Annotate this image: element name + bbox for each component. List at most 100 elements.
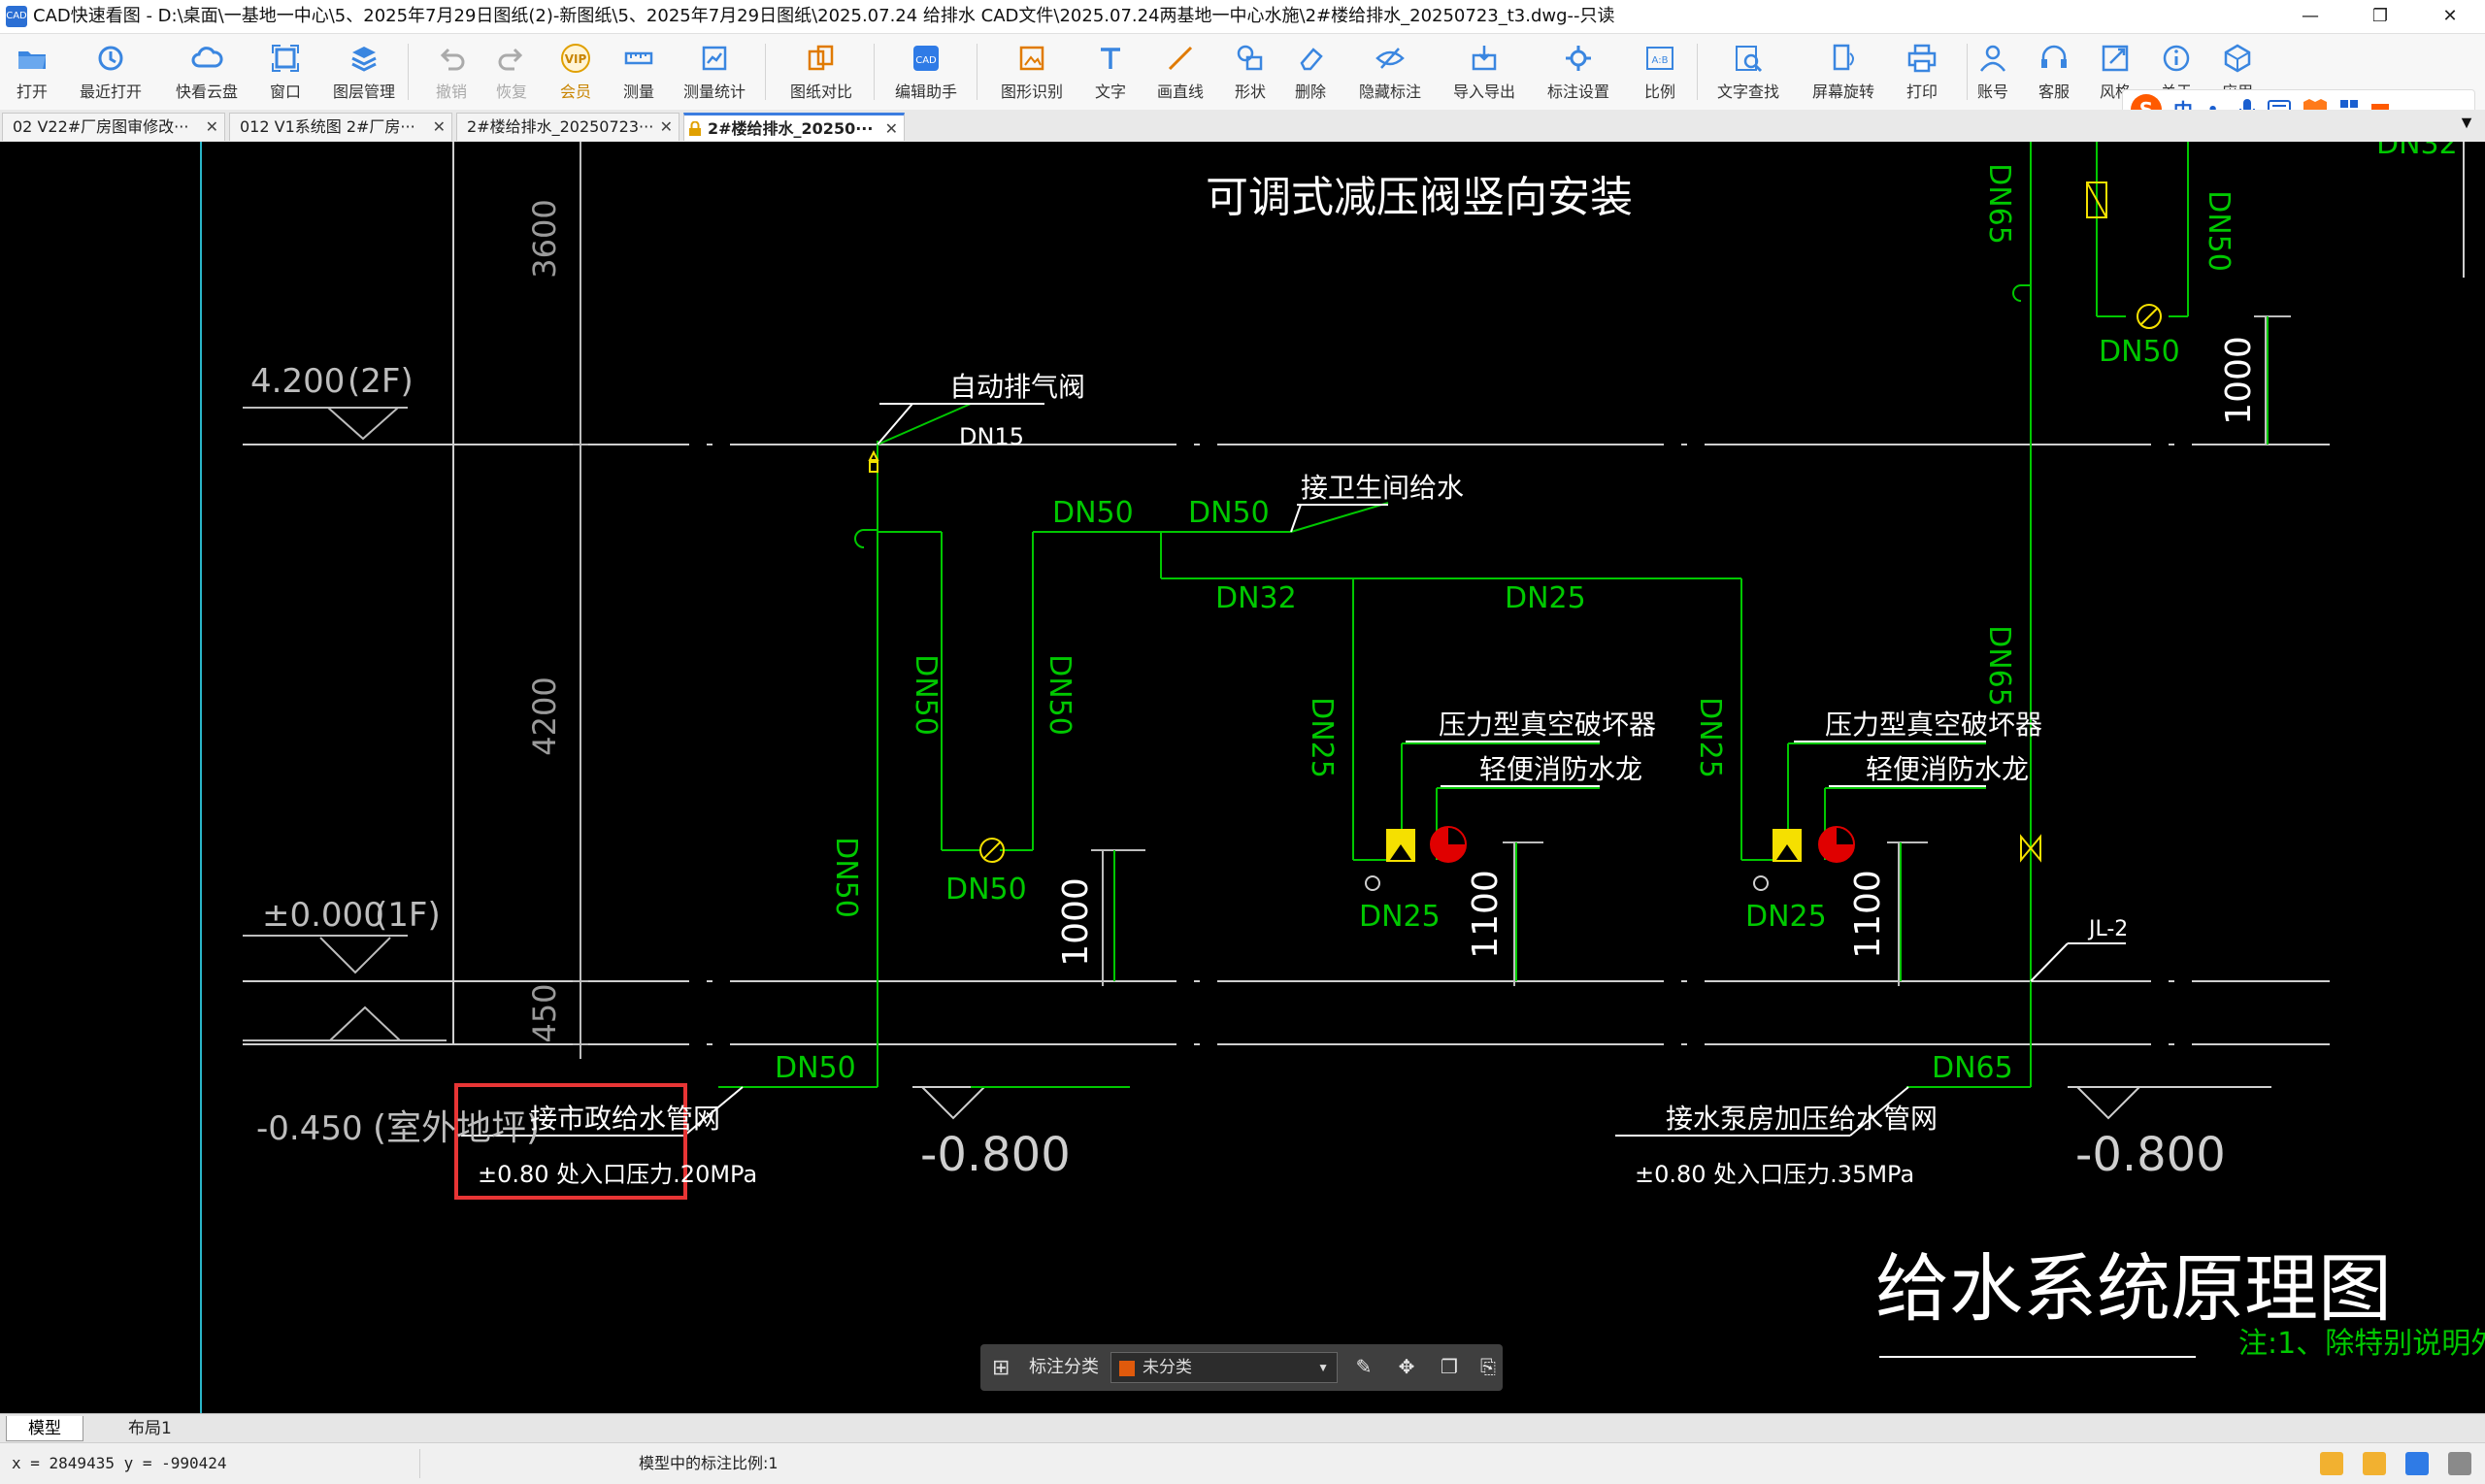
line-icon (1168, 46, 1193, 71)
svg-text:DN50: DN50 (2202, 190, 2236, 272)
layout-tab-bar: 模型 布局1 (0, 1413, 2485, 1443)
svg-text:DN25: DN25 (1745, 900, 1827, 934)
style-icon (2102, 45, 2129, 72)
print-icon (1907, 44, 1937, 73)
draw-line-button[interactable]: 画直线 (1143, 36, 1217, 108)
account-button[interactable]: 账号 (1956, 36, 2030, 108)
shape-recognition-icon (1019, 46, 1044, 71)
rotate-screen-button[interactable]: 屏幕旋转 (1806, 36, 1880, 108)
move-icon[interactable]: ✥ (1398, 1357, 1415, 1378)
svg-text:DN50: DN50 (2099, 335, 2180, 369)
text-search-button[interactable]: 文字查找 (1711, 36, 1785, 108)
tab-layout1[interactable]: 布局1 (107, 1416, 193, 1441)
tab-model[interactable]: 模型 (6, 1416, 83, 1441)
scale-button[interactable]: A:B 比例 (1623, 36, 1697, 108)
document-tab[interactable]: 2#楼给排水_20250723···✕ (456, 113, 679, 141)
layer-manager-button[interactable]: 图层管理 (327, 36, 401, 108)
grid-apps-icon[interactable]: ⊞ (992, 1355, 1011, 1379)
drawing-svg[interactable]: 可调式减压阀竖向安装 给水系统原理图 注:1、除特别说明外,管道 4.200 (… (0, 142, 2485, 1413)
diagram-title: 给水系统原理图 (1875, 1245, 2392, 1332)
import-export-icon (1472, 46, 1497, 71)
highlight-box (454, 1083, 687, 1200)
annotation-category-select[interactable]: 未分类 ▼ (1110, 1352, 1338, 1383)
svg-text:DN15: DN15 (959, 423, 1024, 450)
svg-text:接卫生间给水: 接卫生间给水 (1301, 472, 1464, 504)
document-tab-bar: 02 V22#厂房图审修改···✕ 012 V1系统图 2#厂房···✕ 2#楼… (0, 110, 2485, 143)
edit-icon[interactable]: ✎ (1355, 1357, 1373, 1378)
layout-panel-icon[interactable] (2363, 1452, 2386, 1475)
hide-annotation-icon (1375, 48, 1405, 69)
diagram-subtitle: 可调式减压阀竖向安装 (1206, 173, 1633, 222)
svg-text:DN50: DN50 (829, 837, 863, 918)
hide-annotation-button[interactable]: 隐藏标注 (1353, 36, 1427, 108)
cad-drawing-canvas[interactable]: 可调式减压阀竖向安装 给水系统原理图 注:1、除特别说明外,管道 4.200 (… (0, 142, 2485, 1413)
layer-panel-icon[interactable] (2320, 1452, 2343, 1475)
svg-text:自动排气阀: 自动排气阀 (949, 371, 1085, 403)
restore-button[interactable]: ❐ (2371, 6, 2389, 26)
svg-text:CAD: CAD (915, 55, 937, 66)
copy-icon[interactable]: ❐ (1441, 1357, 1458, 1378)
open-button[interactable]: 打开 (0, 36, 69, 108)
tab-close-icon[interactable]: ✕ (884, 119, 898, 138)
tab-list-dropdown-icon[interactable]: ▼ (2458, 113, 2475, 132)
text-button[interactable]: 文字 (1074, 36, 1147, 108)
import-export-button[interactable]: 导入导出 (1447, 36, 1521, 108)
edit-assistant-button[interactable]: CAD 编辑助手 (889, 36, 963, 108)
svg-text:±0.000: ±0.000 (262, 896, 384, 935)
svg-text:DN50: DN50 (1188, 496, 1270, 530)
document-tab-active[interactable]: 2#楼给排水_20250···✕ (683, 113, 905, 141)
view-mode-icon[interactable] (2405, 1452, 2429, 1475)
svg-text:4.200: 4.200 (250, 362, 345, 401)
minimize-button[interactable]: — (2302, 6, 2319, 26)
status-divider (419, 1449, 420, 1478)
toolbar-divider (1967, 44, 1968, 100)
scale-icon: A:B (1646, 47, 1673, 70)
window-button[interactable]: 窗口 (248, 36, 322, 108)
support-button[interactable]: 客服 (2017, 36, 2091, 108)
svg-text:DN50: DN50 (945, 873, 1027, 907)
paste-icon[interactable]: ⎘ (1480, 1357, 1496, 1378)
annotation-scale-status: 模型中的标注比例:1 (639, 1454, 779, 1472)
tab-close-icon[interactable]: ✕ (205, 117, 218, 136)
text-search-icon (1736, 46, 1763, 73)
svg-text:1100: 1100 (1848, 870, 1888, 959)
shape-recognition-button[interactable]: 图形识别 (995, 36, 1069, 108)
delete-button[interactable]: 删除 (1274, 36, 1347, 108)
redo-button[interactable]: 恢复 (475, 36, 548, 108)
toolbar-divider (765, 44, 766, 100)
recent-button[interactable]: 最近打开 (74, 36, 148, 108)
svg-text:接市政给水管网: 接市政给水管网 (530, 1103, 720, 1135)
settings-icon[interactable] (2448, 1452, 2471, 1475)
undo-button[interactable]: 撤销 (414, 36, 488, 108)
cloud-icon (191, 47, 223, 68)
svg-text:轻便消防水龙: 轻便消防水龙 (1479, 753, 1642, 785)
status-bar: x = 2849435 y = -990424 模型中的标注比例:1 (0, 1442, 2485, 1484)
measure-stats-button[interactable]: 测量统计 (678, 36, 751, 108)
svg-text:DN65: DN65 (1982, 625, 2016, 707)
compare-icon (808, 45, 834, 71)
annotation-category-label: 标注分类 (1029, 1357, 1099, 1377)
drawing-compare-button[interactable]: 图纸对比 (784, 36, 858, 108)
document-tab[interactable]: 012 V1系统图 2#厂房···✕ (229, 113, 452, 141)
measure-button[interactable]: 测量 (602, 36, 676, 108)
annotation-settings-button[interactable]: 标注设置 (1541, 36, 1615, 108)
vip-icon: VIP (561, 44, 590, 73)
annotation-category-value: 未分类 (1143, 1358, 1192, 1377)
text-icon (1101, 48, 1120, 69)
svg-text:(2F): (2F) (348, 362, 414, 401)
tab-close-icon[interactable]: ✕ (659, 117, 673, 136)
eraser-icon (1300, 48, 1323, 71)
cloud-drive-button[interactable]: 快看云盘 (170, 36, 244, 108)
print-button[interactable]: 打印 (1885, 36, 1959, 108)
svg-text:DN25: DN25 (1305, 697, 1339, 778)
shape-button[interactable]: 形状 (1213, 36, 1287, 108)
svg-text:DN25: DN25 (1359, 900, 1441, 934)
cursor-coordinates: x = 2849435 y = -990424 (12, 1454, 227, 1472)
svg-text:-0.800: -0.800 (920, 1128, 1071, 1182)
svg-text:DN50: DN50 (1052, 496, 1134, 530)
document-tab[interactable]: 02 V22#厂房图审修改···✕ (2, 113, 225, 141)
close-window-button[interactable]: ✕ (2442, 6, 2458, 26)
vip-button[interactable]: VIP 会员 (539, 36, 613, 108)
tab-close-icon[interactable]: ✕ (432, 117, 446, 136)
window-icon (272, 45, 299, 72)
